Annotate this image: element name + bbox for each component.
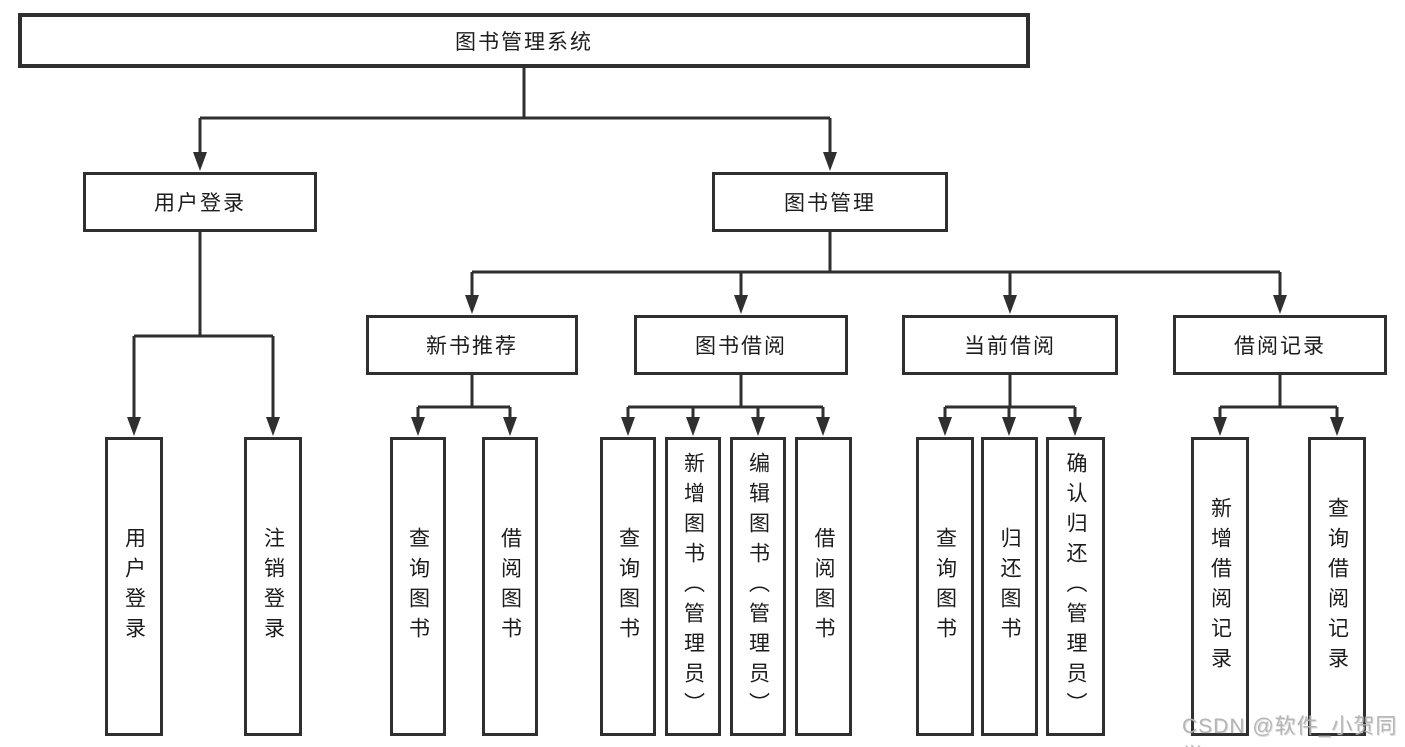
leaf-query-borrow-record-label: 查询借阅记录 [1325, 496, 1349, 677]
node-root-label: 图书管理系统 [455, 30, 593, 54]
node-root: 图书管理系统 [18, 13, 1030, 68]
leaf-confirm-return-admin: 确认归还（管理员） [1046, 437, 1105, 736]
arrowhead-icon [127, 417, 141, 436]
arrowhead-icon [1213, 417, 1227, 436]
leaf-add-book-admin-label: 新增图书（管理员） [681, 451, 705, 722]
node-book-management-label: 图书管理 [784, 192, 876, 215]
leaf-add-borrow-record: 新增借阅记录 [1191, 437, 1249, 736]
leaf-edit-book-admin: 编辑图书（管理员） [730, 437, 786, 736]
leaf-borrow-query-book: 查询图书 [600, 437, 656, 736]
arrowhead-icon [621, 417, 635, 436]
node-current-borrow: 当前借阅 [902, 315, 1118, 375]
arrowhead-icon [1068, 417, 1082, 436]
leaf-borrow-book: 借阅图书 [795, 437, 852, 736]
arrowhead-icon [938, 417, 952, 436]
leaf-recommend-query-book: 查询图书 [390, 437, 446, 736]
arrowhead-icon [465, 295, 479, 314]
leaf-logout-label: 注销登录 [261, 526, 285, 647]
arrowhead-icon [1002, 417, 1016, 436]
leaf-add-book-admin: 新增图书（管理员） [665, 437, 721, 736]
leaf-return-book: 归还图书 [981, 437, 1038, 736]
leaf-recommend-query-book-label: 查询图书 [406, 526, 430, 647]
node-user-login-label: 用户登录 [154, 192, 246, 215]
leaf-logout: 注销登录 [244, 437, 302, 736]
node-book-management: 图书管理 [712, 172, 948, 232]
leaf-edit-book-admin-label: 编辑图书（管理员） [746, 451, 770, 722]
leaf-user-login: 用户登录 [105, 437, 163, 736]
leaf-user-login-label: 用户登录 [122, 526, 146, 647]
node-borrow-record: 借阅记录 [1173, 315, 1387, 375]
node-user-login: 用户登录 [83, 172, 317, 232]
node-borrow-record-label: 借阅记录 [1234, 335, 1326, 358]
arrowhead-icon [411, 417, 425, 436]
leaf-borrow-query-book-label: 查询图书 [616, 526, 640, 647]
node-current-borrow-label: 当前借阅 [964, 335, 1056, 358]
leaf-query-borrow-record: 查询借阅记录 [1308, 437, 1366, 736]
arrowhead-icon [1330, 417, 1344, 436]
node-book-borrow-label: 图书借阅 [695, 335, 787, 358]
arrowhead-icon [751, 417, 765, 436]
node-book-borrow: 图书借阅 [634, 315, 848, 375]
leaf-add-borrow-record-label: 新增借阅记录 [1208, 496, 1232, 677]
leaf-return-book-label: 归还图书 [998, 526, 1021, 647]
node-new-book-recommend: 新书推荐 [366, 315, 578, 375]
leaf-borrow-book-label: 借阅图书 [812, 526, 835, 647]
arrowhead-icon [1273, 295, 1287, 314]
leaf-confirm-return-admin-label: 确认归还（管理员） [1064, 451, 1087, 722]
arrowhead-icon [193, 152, 207, 171]
arrowhead-icon [266, 417, 280, 436]
arrowhead-icon [686, 417, 700, 436]
leaf-recommend-borrow-book-label: 借阅图书 [498, 526, 522, 647]
leaf-current-query-book-label: 查询图书 [933, 526, 957, 647]
arrowhead-icon [503, 417, 517, 436]
node-new-book-recommend-label: 新书推荐 [426, 335, 518, 358]
arrowhead-icon [1003, 295, 1017, 314]
leaf-recommend-borrow-book: 借阅图书 [482, 437, 538, 736]
arrowhead-icon [823, 152, 837, 171]
arrowhead-icon [816, 417, 830, 436]
csdn-watermark: CSDN @软件_小贺同学 [1182, 715, 1398, 747]
arrowhead-icon [734, 295, 748, 314]
leaf-current-query-book: 查询图书 [916, 437, 974, 736]
